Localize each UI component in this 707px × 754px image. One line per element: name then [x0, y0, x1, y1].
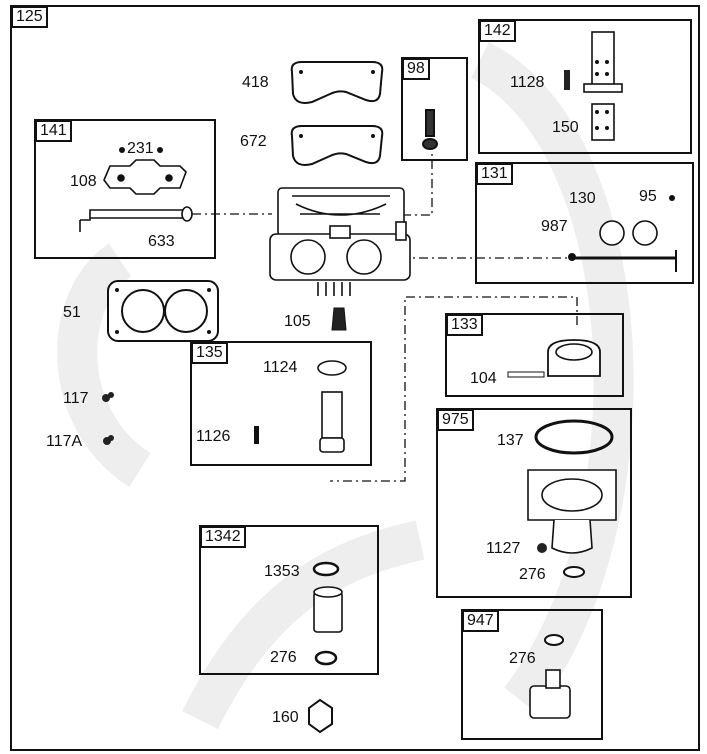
group-box-142: 142 — [478, 19, 692, 154]
part-label-987: 987 — [541, 218, 568, 235]
group-tag-141: 141 — [35, 120, 72, 142]
part-label-1124: 1124 — [263, 359, 298, 376]
group-tag-1342: 1342 — [200, 526, 246, 548]
group-tag-131: 131 — [476, 163, 513, 185]
group-box-1342: 1342 — [199, 525, 379, 675]
group-tag-975: 975 — [437, 409, 474, 431]
part-label-95: 95 — [639, 188, 657, 205]
group-box-131: 131 — [475, 162, 694, 284]
group-box-141: 141 — [34, 119, 216, 259]
part-label-276-947: 276 — [509, 650, 536, 667]
part-label-1127: 1127 — [486, 540, 521, 557]
part-label-51: 51 — [63, 304, 81, 321]
part-label-672: 672 — [240, 133, 267, 150]
part-label-418: 418 — [242, 74, 269, 91]
part-label-105: 105 — [284, 313, 311, 330]
part-label-160: 160 — [272, 709, 299, 726]
part-label-117A: 117A — [46, 433, 83, 450]
part-label-231: 231 — [127, 140, 154, 157]
group-box-98: 98 — [401, 57, 468, 161]
main-assembly-tag: 125 — [11, 6, 48, 28]
part-label-108: 108 — [70, 173, 97, 190]
group-box-135: 135 — [190, 341, 372, 466]
group-tag-133: 133 — [446, 314, 483, 336]
group-box-947: 947 — [461, 609, 603, 740]
group-tag-98: 98 — [402, 58, 430, 80]
group-box-975: 975 — [436, 408, 632, 598]
part-label-1126: 1126 — [196, 428, 231, 445]
group-tag-947: 947 — [462, 610, 499, 632]
part-label-633: 633 — [148, 233, 175, 250]
group-tag-142: 142 — [479, 20, 516, 42]
part-label-117: 117 — [63, 390, 89, 407]
part-label-1128: 1128 — [510, 74, 545, 91]
part-label-276-1342: 276 — [270, 649, 297, 666]
part-label-104: 104 — [470, 370, 497, 387]
part-label-276-975: 276 — [519, 566, 546, 583]
part-label-150: 150 — [552, 119, 579, 136]
group-box-133: 133 — [445, 313, 624, 397]
part-label-1353: 1353 — [264, 563, 300, 580]
group-tag-135: 135 — [191, 342, 228, 364]
part-label-130: 130 — [569, 190, 596, 207]
part-label-137: 137 — [497, 432, 524, 449]
